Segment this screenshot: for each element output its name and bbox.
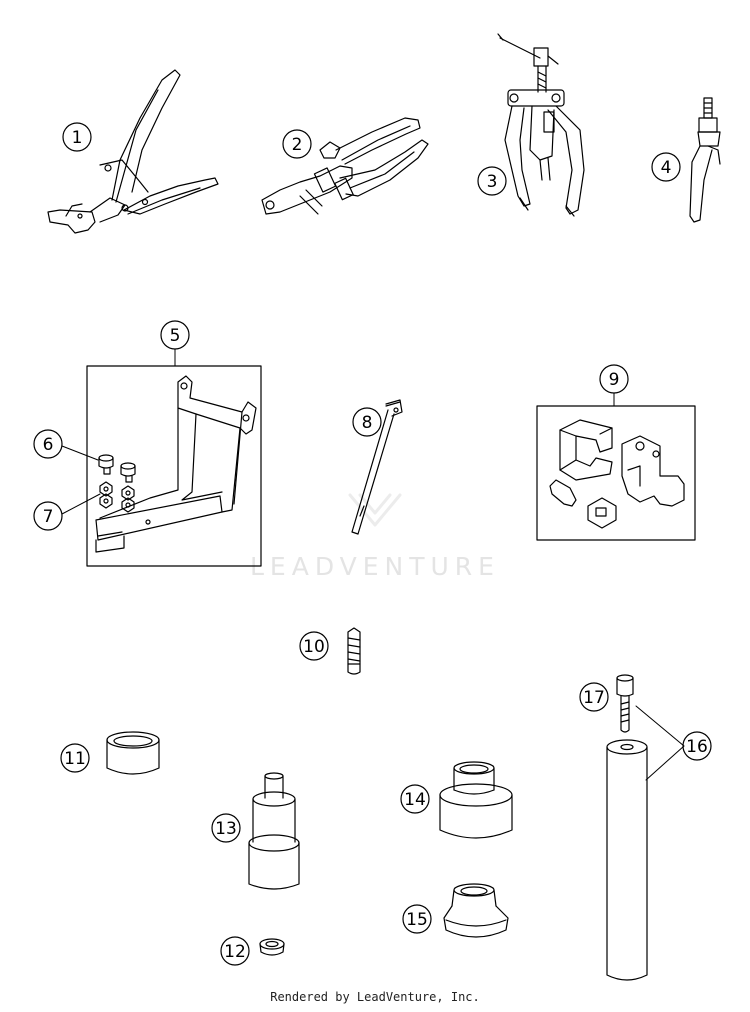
leader-lines [61, 348, 685, 781]
svg-text:17: 17 [583, 688, 605, 708]
part-4-slide-hammer[interactable] [689, 97, 721, 223]
callout-6: 6 [33, 429, 63, 459]
svg-text:10: 10 [303, 637, 325, 657]
svg-text:9: 9 [609, 370, 620, 390]
callout-7: 7 [33, 501, 63, 531]
svg-text:14: 14 [404, 790, 426, 810]
svg-text:11: 11 [64, 749, 86, 769]
callout-16: 16 [682, 731, 712, 761]
callout-10: 10 [299, 631, 329, 661]
part-6-bolts[interactable] [98, 454, 136, 483]
callout-11: 11 [60, 743, 90, 773]
part-13-drift[interactable] [248, 772, 300, 890]
part-15-flange[interactable] [443, 883, 509, 938]
svg-text:3: 3 [487, 172, 498, 192]
svg-text:12: 12 [224, 942, 246, 962]
callout-1: 1 [62, 122, 92, 152]
part-14-sleeve[interactable] [439, 761, 513, 839]
callout-14: 14 [400, 784, 430, 814]
svg-text:16: 16 [686, 737, 708, 757]
part-7-nuts[interactable] [99, 481, 135, 513]
part-10-bit[interactable] [347, 627, 361, 675]
footer-credit: Rendered by LeadVenture, Inc. [270, 990, 480, 1004]
part-3-puller[interactable] [497, 33, 585, 217]
callout-2: 2 [282, 129, 312, 159]
callout-15: 15 [402, 904, 432, 934]
svg-text:13: 13 [215, 819, 237, 839]
svg-text:5: 5 [170, 326, 181, 346]
svg-text:1: 1 [72, 128, 83, 148]
part-2-clamp-pliers[interactable] [261, 117, 429, 215]
svg-text:6: 6 [43, 435, 54, 455]
svg-text:2: 2 [292, 135, 303, 155]
callout-9: 9 [599, 364, 629, 394]
callout-4: 4 [651, 152, 681, 182]
part-17-bolt[interactable] [616, 674, 634, 733]
callout-13: 13 [211, 813, 241, 843]
watermark-logo [348, 493, 402, 527]
callout-12: 12 [220, 936, 250, 966]
svg-text:15: 15 [406, 910, 428, 930]
svg-text:4: 4 [661, 158, 672, 178]
part-8-rod-tool[interactable] [351, 399, 403, 535]
watermark-text: LEADVENTURE [250, 552, 500, 581]
svg-text:8: 8 [362, 413, 373, 433]
part-1-pliers[interactable] [47, 69, 219, 234]
part-16-tube[interactable] [606, 739, 648, 981]
svg-text:7: 7 [43, 507, 54, 527]
part-9-tool-kit[interactable] [536, 405, 696, 541]
callout-5: 5 [160, 320, 190, 350]
callout-3: 3 [477, 166, 507, 196]
callout-8: 8 [352, 407, 382, 437]
part-11-ring[interactable] [106, 731, 160, 775]
callout-17: 17 [579, 682, 609, 712]
part-12-bushing[interactable] [259, 938, 285, 956]
part-5-engine-stand[interactable] [86, 365, 262, 567]
